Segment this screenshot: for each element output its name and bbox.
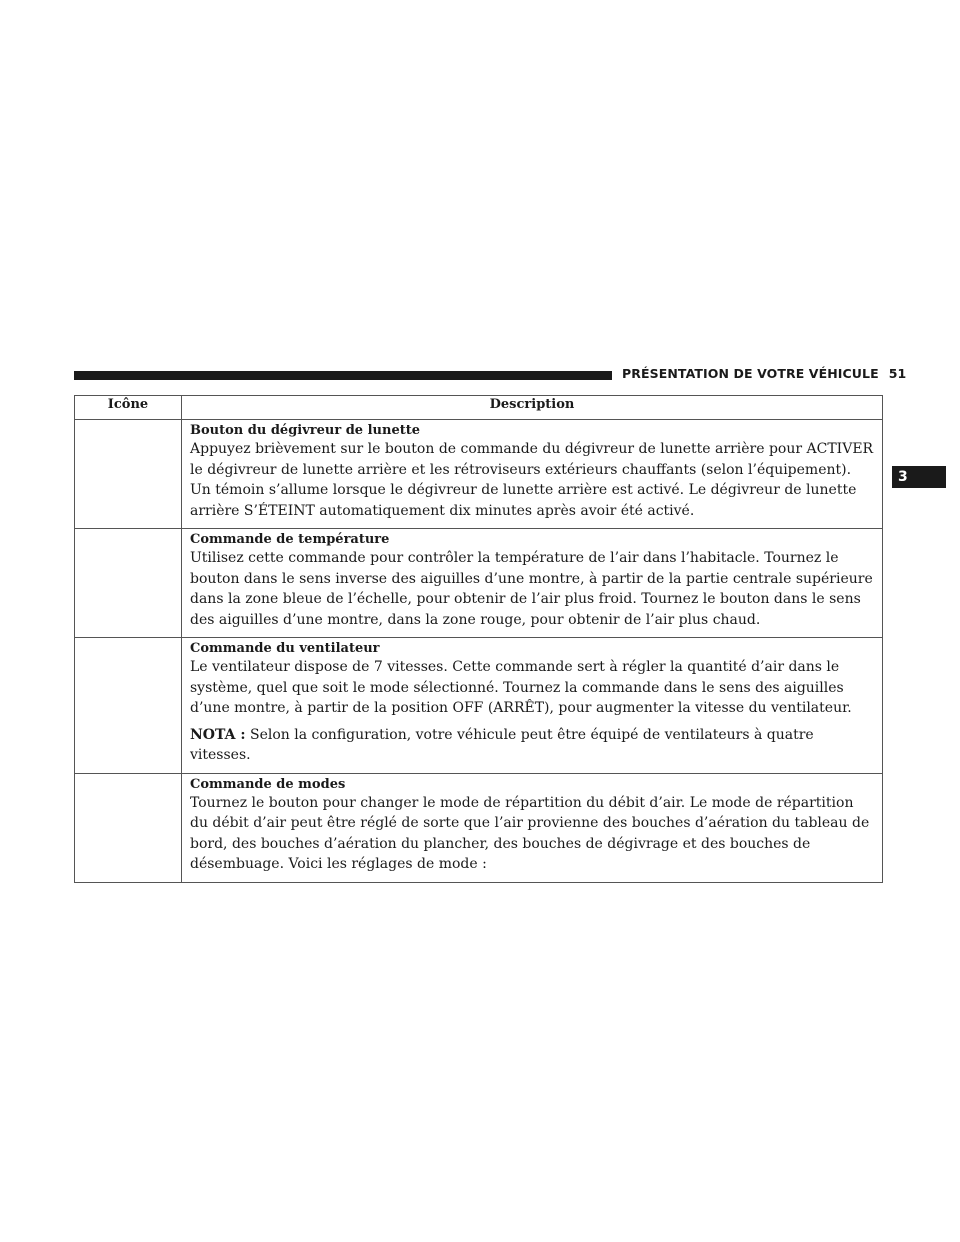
- running-header: PRÉSENTATION DE VOTRE VÉHICULE 51: [622, 366, 906, 381]
- table-header-row: Icône Description: [74, 395, 883, 420]
- table-row: Bouton du dégivreur de lunette Appuyez b…: [74, 419, 883, 529]
- note: NOTA : Selon la configuration, votre véh…: [190, 725, 874, 766]
- icon-cell: [74, 528, 182, 638]
- description-cell: Bouton du dégivreur de lunette Appuyez b…: [181, 419, 883, 529]
- header-rule: [74, 371, 612, 380]
- icon-cell: [74, 772, 182, 883]
- row-title: Commande du ventilateur: [190, 641, 380, 656]
- row-text: Le ventilateur dispose de 7 vitesses. Ce…: [190, 659, 852, 716]
- page-number: 51: [888, 366, 907, 381]
- section-title: PRÉSENTATION DE VOTRE VÉHICULE: [622, 366, 879, 381]
- column-header-description: Description: [181, 395, 883, 420]
- icon-cell: [74, 419, 182, 529]
- row-text: Tournez le bouton pour changer le mode d…: [190, 794, 870, 873]
- chapter-tab: 3: [892, 466, 946, 488]
- table-row: Commande du ventilateur Le ventilateur d…: [74, 637, 883, 774]
- row-title: Commande de température: [190, 532, 390, 547]
- row-text: Appuyez brièvement sur le bouton de comm…: [190, 441, 874, 519]
- description-cell: Commande du ventilateur Le ventilateur d…: [181, 637, 883, 774]
- description-cell: Commande de modes Tournez le bouton pour…: [181, 772, 883, 883]
- table-row: Commande de température Utilisez cette c…: [74, 528, 883, 638]
- table-row: Commande de modes Tournez le bouton pour…: [74, 772, 883, 883]
- icon-cell: [74, 637, 182, 774]
- note-label: NOTA :: [190, 726, 246, 743]
- description-cell: Commande de température Utilisez cette c…: [181, 528, 883, 638]
- row-text: Utilisez cette commande pour contrôler l…: [190, 550, 873, 628]
- column-header-icon: Icône: [74, 395, 182, 420]
- note-text: Selon la configuration, votre véhicule p…: [190, 726, 814, 764]
- controls-table: Icône Description Bouton du dégivreur de…: [74, 395, 883, 883]
- row-title: Bouton du dégivreur de lunette: [190, 423, 421, 438]
- row-title: Commande de modes: [190, 776, 346, 792]
